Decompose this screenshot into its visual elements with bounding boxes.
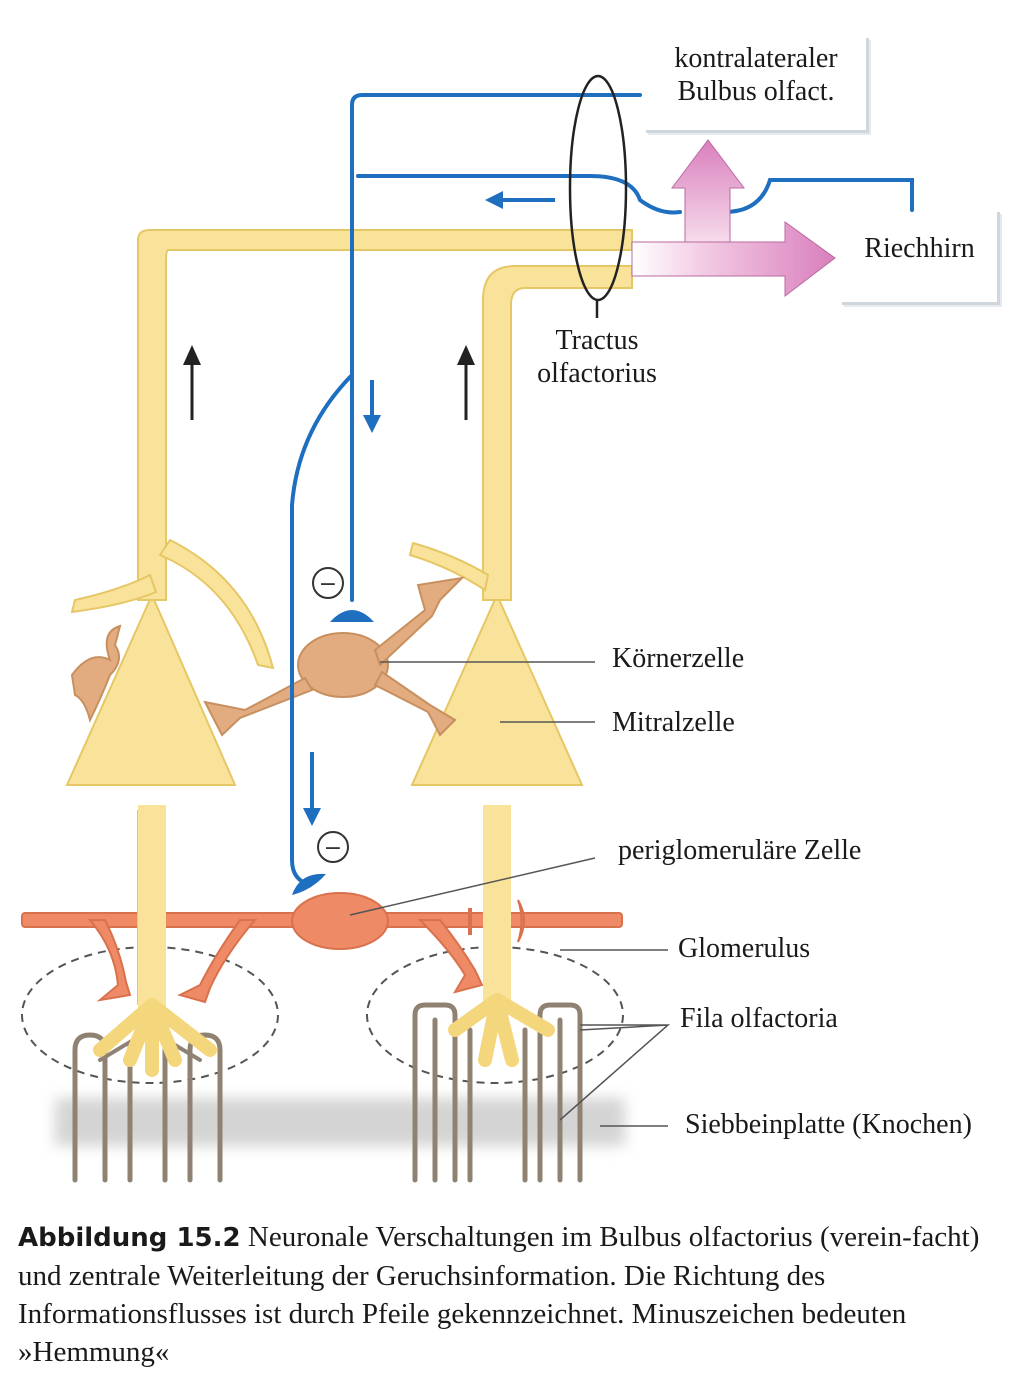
svg-text:−: −: [319, 572, 337, 597]
caption-label: Abbildung 15.2: [18, 1223, 241, 1253]
mitral-cell-right: [408, 265, 633, 1067]
siebbeinplatte-bone: [55, 1098, 625, 1146]
glomerulus-outlines: [21, 946, 624, 1084]
kontralateral-label: kontralateraler Bulbus olfact.: [646, 42, 866, 108]
koernerzelle: [70, 576, 465, 737]
efferent-synapses: [292, 610, 374, 895]
minus-sign-lower: −: [317, 831, 349, 863]
riechhirn-box: [842, 212, 1000, 305]
glomerulus-label: Glomerulus: [678, 933, 811, 964]
riechhirn-label: Riechhirn: [864, 233, 975, 264]
leader-lines: [349, 661, 671, 1127]
kontralateral-line2: Bulbus olfact.: [677, 76, 835, 107]
periglomerulaere-label: periglomeruläre Zelle: [618, 835, 862, 866]
efferent-fibres: [290, 93, 914, 887]
kontralateral-box: [646, 38, 869, 133]
olfactory-bulb-diagram: − −: [21, 74, 914, 1183]
caption-text: Neuronale Verschaltungen im Bulbus olfac…: [18, 1221, 980, 1368]
tractus-line2: olfactorius: [537, 358, 657, 389]
tractus-ring: [568, 74, 628, 318]
fila-olfactoria-right: [412, 1002, 583, 1183]
direction-arrows: [183, 345, 475, 420]
output-arrows: [631, 139, 836, 298]
fila-label: Fila olfactoria: [680, 1003, 838, 1034]
koernerzelle-label: Körnerzelle: [612, 643, 745, 674]
periglomerular-cell: [21, 892, 623, 1004]
siebbein-label: Siebbeinplatte (Knochen): [685, 1109, 972, 1140]
tractus-label: Tractus olfactorius: [530, 324, 664, 390]
kontralateral-line1: kontralateraler: [674, 43, 838, 74]
mitralzelle-label: Mitralzelle: [612, 707, 735, 738]
tractus-line1: Tractus: [555, 325, 639, 356]
blue-arrows: [303, 191, 555, 826]
minus-sign-upper: −: [312, 567, 344, 599]
figure-caption: Abbildung 15.2 Neuronale Verschaltungen …: [18, 1218, 1018, 1371]
svg-text:−: −: [324, 836, 342, 861]
mitral-cell-left: [65, 229, 633, 1077]
